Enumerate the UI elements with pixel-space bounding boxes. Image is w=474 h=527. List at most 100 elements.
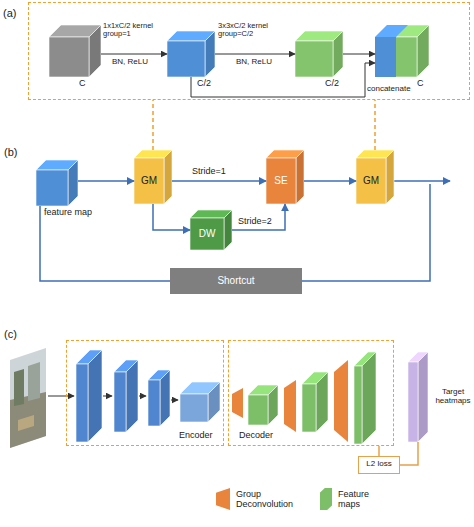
tensor-cube: C/2 (167, 31, 215, 77)
connector (172, 180, 266, 182)
legend-text: Feature maps (338, 490, 382, 510)
node-shape (375, 25, 429, 77)
block-face (180, 394, 208, 422)
block-face (167, 41, 205, 77)
concat-part (375, 25, 408, 37)
node-text: C/2 (325, 79, 339, 89)
encoder-frame: Encoder (66, 340, 224, 446)
block-face (266, 158, 296, 204)
concat-part (375, 37, 396, 77)
node-block (190, 210, 232, 250)
block-face (295, 41, 333, 77)
output-arrow (394, 180, 450, 182)
encoder-feature-map (76, 350, 102, 442)
target-heatmaps: Target heatmaps (408, 352, 428, 442)
input-tensor: C (49, 25, 101, 77)
group-deconvolution (284, 380, 296, 432)
input-image (10, 348, 46, 448)
node-text: GM (134, 175, 164, 186)
legend-swatch (216, 488, 230, 510)
decoder-frame: Decoder (228, 340, 394, 446)
connector (374, 100, 376, 150)
block-face (164, 150, 172, 204)
se-module: SE (266, 150, 304, 204)
node-block (266, 150, 304, 204)
concat-tensor: C (375, 25, 429, 77)
connector (152, 100, 154, 150)
input-image-object (18, 415, 34, 431)
shortcut-box: Shortcut (170, 268, 302, 294)
group-deconvolution (334, 360, 348, 442)
node-block (408, 352, 428, 442)
block-face (68, 160, 78, 206)
block-face (76, 364, 88, 442)
edge-label: Stride=2 (238, 217, 272, 227)
node-text: DW (190, 228, 224, 239)
block-face (354, 366, 362, 444)
connector (232, 204, 285, 230)
encoder-feature-map (180, 382, 220, 422)
connector (343, 54, 375, 55)
node-text: (a) (3, 7, 16, 19)
loss-box: L2 loss (358, 456, 400, 474)
block-face (205, 31, 215, 77)
node-shape (36, 160, 78, 206)
node-text: C/2 (197, 79, 211, 89)
block-face (114, 372, 126, 432)
connector (40, 206, 170, 281)
operation-note: BN, ReLU (236, 58, 272, 67)
block-face (296, 150, 304, 204)
block-face (408, 362, 418, 442)
connector (400, 442, 418, 465)
group-deconvolution (232, 388, 243, 418)
gm-module: GM (356, 150, 394, 204)
block-face (316, 372, 328, 432)
connector (215, 54, 295, 55)
node-text: L2 loss (359, 460, 399, 469)
block-face (160, 370, 170, 426)
node-shape (167, 31, 215, 77)
connector (78, 180, 134, 182)
block-face (302, 384, 316, 432)
block-face (49, 37, 89, 77)
gm-module: GM (134, 150, 172, 204)
node-text: SE (266, 175, 296, 186)
node-text: Decoder (239, 431, 273, 441)
feature-map: feature map (36, 160, 78, 206)
block-face (386, 150, 394, 204)
connector (304, 180, 356, 182)
edge-label: 1x1xC/2 kernel group=1 (103, 22, 165, 39)
node-text: Target heatmaps (432, 388, 474, 406)
node-shape (49, 25, 101, 77)
tensor-cube: C/2 (295, 31, 343, 77)
input-image-building (14, 369, 24, 406)
block-face (190, 218, 224, 250)
panel-label: (c) (4, 328, 17, 340)
connector (153, 204, 190, 230)
block-face (88, 350, 102, 442)
block-face (36, 170, 68, 206)
node-block (49, 25, 101, 77)
legend-swatch (320, 488, 332, 510)
input-arrow (48, 396, 74, 397)
encoder-arrow (103, 396, 112, 397)
edge-label: Stride=1 (192, 167, 226, 177)
node-text: Shortcut (170, 275, 302, 286)
block-face (362, 352, 376, 444)
encoder-arrow (171, 400, 178, 401)
block-face (89, 25, 101, 77)
decoder-feature-map (354, 352, 376, 444)
node-shape (408, 352, 428, 442)
connector (378, 446, 380, 456)
input-image-building (28, 362, 40, 401)
node-text: feature map (44, 208, 92, 218)
encoder-feature-map (114, 360, 138, 432)
node-block (295, 31, 343, 77)
block-face (134, 158, 164, 204)
block-face (148, 380, 160, 426)
block-face (356, 158, 386, 204)
node-text: C (417, 79, 424, 89)
